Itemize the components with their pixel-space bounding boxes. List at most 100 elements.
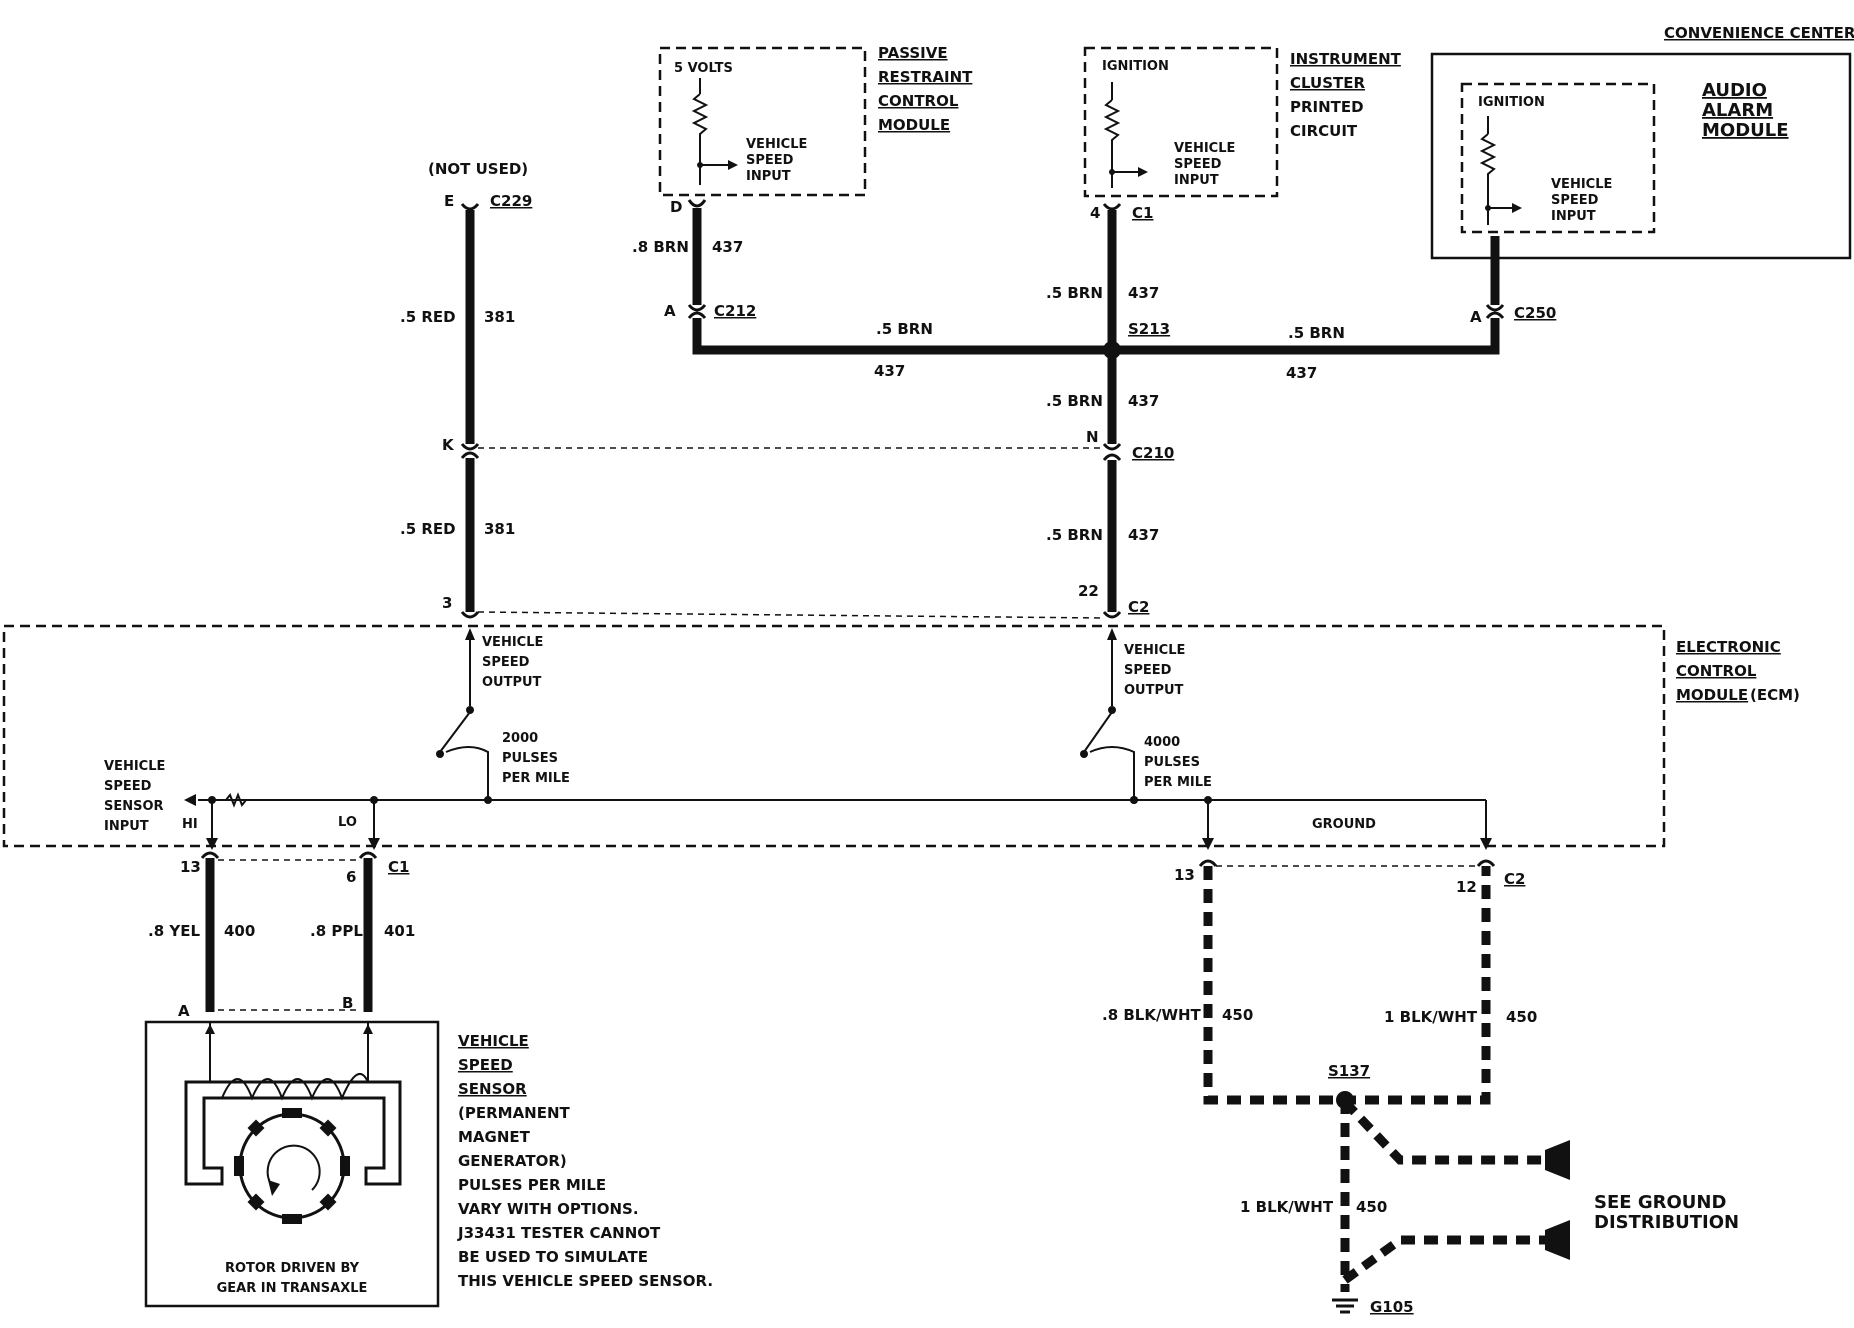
- svg-text:GEAR IN TRANSAXLE: GEAR IN TRANSAXLE: [217, 1281, 368, 1296]
- svg-text:VEHICLE: VEHICLE: [1174, 141, 1235, 156]
- svg-text:1 BLK/WHT: 1 BLK/WHT: [1384, 1008, 1478, 1026]
- svg-text:.5 BRN: .5 BRN: [1046, 284, 1103, 302]
- svg-text:VEHICLE: VEHICLE: [746, 137, 807, 152]
- svg-text:CONTROL: CONTROL: [878, 92, 959, 110]
- svg-text:INPUT: INPUT: [746, 169, 791, 184]
- connector-c2-bottom: C2: [1504, 870, 1525, 888]
- svg-text:6: 6: [346, 868, 356, 886]
- svg-text:PER MILE: PER MILE: [1144, 775, 1212, 790]
- svg-text:SENSOR: SENSOR: [104, 799, 164, 814]
- svg-text:VEHICLE: VEHICLE: [482, 635, 543, 650]
- svg-text:CONTROL: CONTROL: [1676, 662, 1757, 680]
- svg-text:381: 381: [484, 308, 515, 326]
- wire-437: [692, 208, 1500, 612]
- svg-text:E: E: [444, 192, 454, 210]
- svg-text:1 BLK/WHT: 1 BLK/WHT: [1240, 1198, 1334, 1216]
- svg-text:RESTRAINT: RESTRAINT: [878, 68, 973, 86]
- svg-text:SEE GROUND: SEE GROUND: [1594, 1192, 1726, 1213]
- svg-text:ALARM: ALARM: [1702, 100, 1773, 121]
- svg-text:401: 401: [384, 922, 415, 940]
- svg-text:CLUSTER: CLUSTER: [1290, 74, 1365, 92]
- splice-s137: [1336, 1091, 1354, 1109]
- convenience-center: CONVENIENCE CENTER IGNITION VEHICLE SPEE…: [1430, 24, 1854, 260]
- connector-c210: C210: [1132, 444, 1174, 462]
- svg-text:437: 437: [712, 238, 743, 256]
- svg-text:A: A: [664, 302, 676, 320]
- pickup-coil-icon: [221, 1072, 369, 1101]
- svg-text:PULSES: PULSES: [1144, 755, 1200, 770]
- svg-text:400: 400: [224, 922, 255, 940]
- ground-g105-label: G105: [1370, 1298, 1414, 1316]
- svg-text:ELECTRONIC: ELECTRONIC: [1676, 638, 1781, 656]
- svg-text:SPEED: SPEED: [1551, 193, 1599, 208]
- svg-text:4: 4: [1090, 204, 1100, 222]
- connector-c212: C212: [714, 302, 756, 320]
- svg-text:SPEED: SPEED: [1174, 157, 1222, 172]
- svg-text:VEHICLE: VEHICLE: [104, 759, 165, 774]
- connector-c2-top: C2: [1128, 598, 1149, 616]
- svg-text:N: N: [1086, 428, 1099, 446]
- svg-text:PULSES PER MILE: PULSES PER MILE: [458, 1176, 606, 1194]
- splice-s213-label: S213: [1128, 320, 1170, 338]
- electronic-control-module: ELECTRONIC CONTROL MODULE (ECM) VEHICLE …: [2, 624, 1800, 850]
- convenience-center-title: CONVENIENCE CENTER: [1664, 24, 1854, 42]
- svg-text:CIRCUIT: CIRCUIT: [1290, 122, 1358, 140]
- svg-text:VEHICLE: VEHICLE: [458, 1032, 529, 1050]
- svg-text:(ECM): (ECM): [1750, 686, 1800, 704]
- svg-text:IGNITION: IGNITION: [1102, 59, 1169, 74]
- svg-text:PRINTED: PRINTED: [1290, 98, 1364, 116]
- svg-text:D: D: [670, 198, 682, 216]
- svg-text:J33431 TESTER CANNOT: J33431 TESTER CANNOT: [457, 1224, 661, 1242]
- svg-text:MODULE: MODULE: [1702, 120, 1789, 141]
- svg-text:13: 13: [1174, 866, 1195, 884]
- svg-text:.5 RED: .5 RED: [400, 308, 456, 326]
- svg-text:INPUT: INPUT: [1551, 209, 1596, 224]
- svg-text:INPUT: INPUT: [1174, 173, 1219, 188]
- svg-text:3: 3: [442, 594, 452, 612]
- svg-text:THIS VEHICLE SPEED SENSOR.: THIS VEHICLE SPEED SENSOR.: [458, 1272, 713, 1290]
- svg-text:DISTRIBUTION: DISTRIBUTION: [1594, 1212, 1739, 1233]
- svg-text:SPEED: SPEED: [1124, 663, 1172, 678]
- svg-text:VEHICLE: VEHICLE: [1551, 177, 1612, 192]
- svg-text:.5 BRN: .5 BRN: [1046, 392, 1103, 410]
- svg-text:VARY WITH OPTIONS.: VARY WITH OPTIONS.: [458, 1200, 639, 1218]
- svg-text:437: 437: [1128, 284, 1159, 302]
- svg-text:(PERMANENT: (PERMANENT: [458, 1104, 571, 1122]
- svg-text:GROUND: GROUND: [1312, 817, 1376, 832]
- svg-text:A: A: [1470, 308, 1482, 326]
- wire-400-401: [205, 858, 373, 1012]
- rotor-gear-icon: [234, 1108, 350, 1224]
- svg-text:HI: HI: [182, 817, 198, 832]
- svg-text:MODULE: MODULE: [878, 116, 950, 134]
- svg-text:437: 437: [1286, 364, 1317, 382]
- svg-text:.5 BRN: .5 BRN: [1288, 324, 1345, 342]
- connector-c1-ic: C1: [1132, 204, 1153, 222]
- svg-text:.5 BRN: .5 BRN: [876, 320, 933, 338]
- svg-text:13: 13: [180, 858, 201, 876]
- svg-text:437: 437: [1128, 392, 1159, 410]
- svg-text:SPEED: SPEED: [458, 1056, 513, 1074]
- svg-text:ROTOR DRIVEN BY: ROTOR DRIVEN BY: [225, 1261, 360, 1276]
- svg-text:12: 12: [1456, 878, 1477, 896]
- svg-text:INSTRUMENT: INSTRUMENT: [1290, 50, 1402, 68]
- svg-text:PULSES: PULSES: [502, 751, 558, 766]
- svg-text:437: 437: [1128, 526, 1159, 544]
- svg-text:IGNITION: IGNITION: [1478, 95, 1545, 110]
- svg-text:MODULE: MODULE: [1676, 686, 1748, 704]
- splice-s213: [1103, 341, 1121, 359]
- ground-g105-icon: [1332, 1298, 1358, 1314]
- vehicle-speed-sensor: ROTOR DRIVEN BY GEAR IN TRANSAXLE: [144, 1020, 440, 1308]
- svg-text:.8 BLK/WHT: .8 BLK/WHT: [1102, 1006, 1202, 1024]
- svg-text:437: 437: [874, 362, 905, 380]
- splice-s137-label: S137: [1328, 1062, 1370, 1080]
- svg-text:450: 450: [1222, 1006, 1253, 1024]
- svg-text:MAGNET: MAGNET: [458, 1128, 531, 1146]
- passive-restraint-control-module: 5 VOLTS VEHICLE SPEED INPUT PASSIVE REST…: [658, 44, 973, 197]
- svg-text:PASSIVE: PASSIVE: [878, 44, 948, 62]
- svg-text:.8 BRN: .8 BRN: [632, 238, 689, 256]
- svg-text:INPUT: INPUT: [104, 819, 149, 834]
- svg-text:A: A: [178, 1002, 190, 1020]
- audio-alarm-module: IGNITION VEHICLE SPEED INPUT AUDIO ALARM…: [1460, 80, 1789, 234]
- connector-c229: C229: [490, 192, 532, 210]
